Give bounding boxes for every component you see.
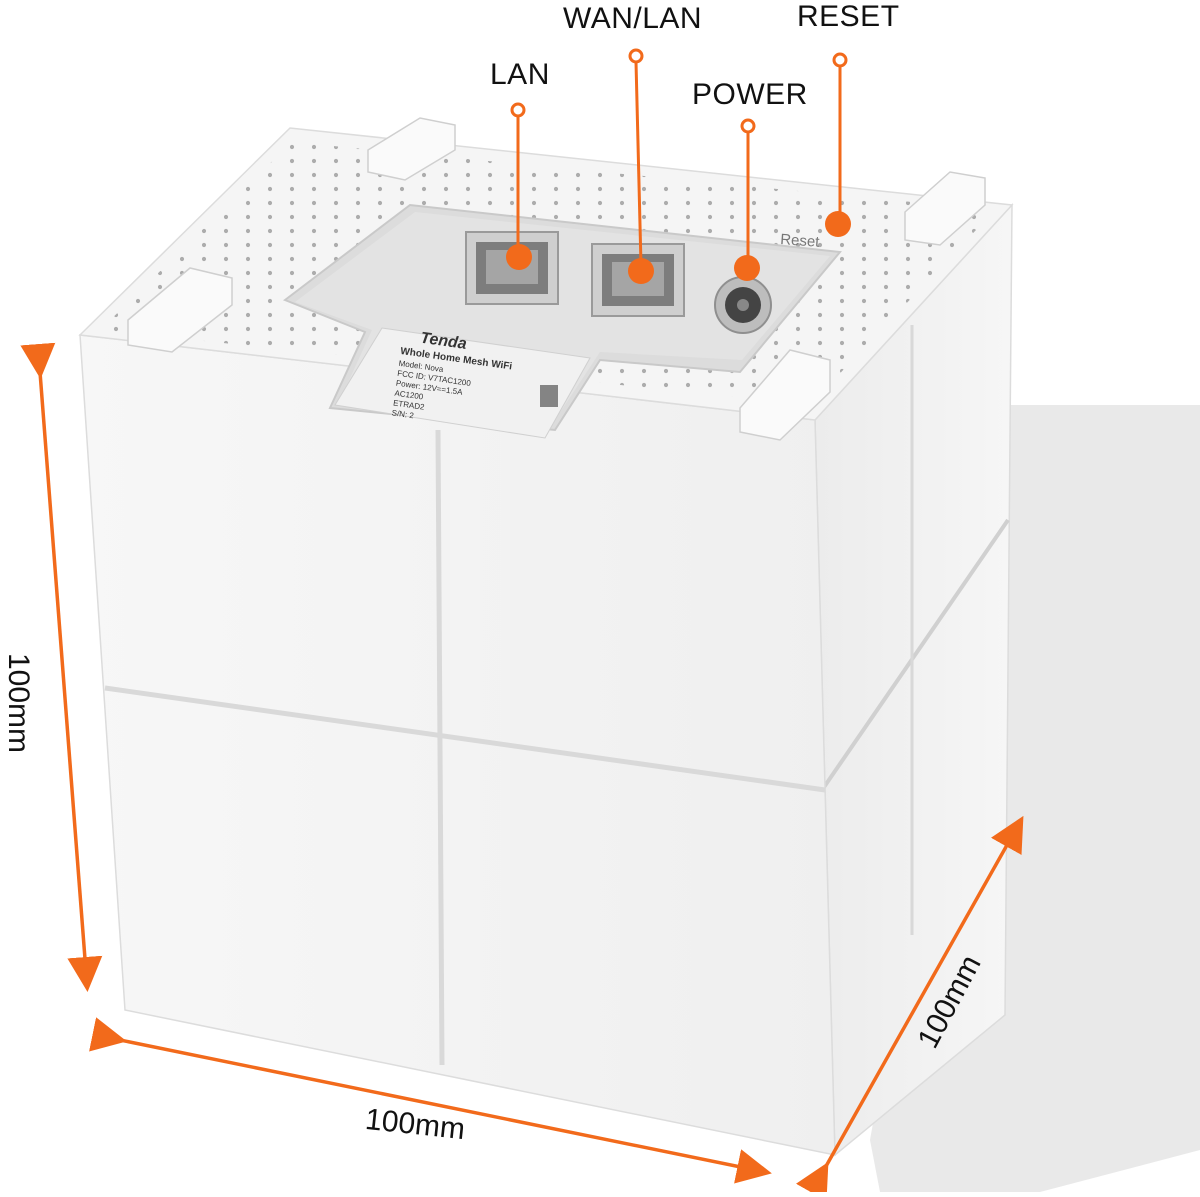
reset-ring bbox=[832, 52, 848, 68]
lan-port bbox=[465, 231, 559, 305]
callout-rings bbox=[510, 48, 848, 134]
power-dot bbox=[734, 255, 760, 281]
lan-dot bbox=[506, 244, 532, 270]
reset-dot bbox=[825, 211, 851, 237]
reset-print: Reset bbox=[780, 231, 821, 251]
wan-lan-dot bbox=[628, 258, 654, 284]
wan-lan-callout-label: WAN/LAN bbox=[563, 2, 703, 35]
lan-callout-label: LAN bbox=[490, 58, 550, 91]
wan-lan-ring bbox=[628, 48, 644, 64]
qr-code-icon bbox=[540, 385, 558, 407]
depth-arrow bbox=[796, 815, 1024, 1197]
label-text-block: Tenda Whole Home Mesh WiFi Model: Nova F… bbox=[391, 330, 513, 421]
side-seam-horizontal bbox=[820, 518, 1010, 792]
cube-front-face bbox=[79, 334, 836, 1156]
dimension-arrows bbox=[20, 342, 1024, 1197]
power-ring bbox=[740, 118, 756, 134]
label-line-5: ETRAD2 bbox=[393, 398, 426, 411]
reset-callout-label: RESET bbox=[797, 0, 900, 33]
width-arrow bbox=[89, 1017, 772, 1184]
callout-leaders bbox=[516, 61, 842, 266]
label-line-4: AC1200 bbox=[394, 389, 424, 402]
front-seam-vertical bbox=[435, 429, 445, 1066]
label-brand: Tenda bbox=[419, 330, 468, 353]
lan-ring bbox=[510, 102, 526, 118]
callout-dots bbox=[506, 211, 851, 284]
product-label bbox=[334, 327, 591, 439]
power-callout-label: POWER bbox=[692, 78, 808, 111]
label-line-6: S/N: 2 bbox=[391, 408, 415, 420]
height-arrow bbox=[20, 342, 103, 992]
rubber-feet bbox=[127, 117, 986, 441]
power-jack bbox=[714, 276, 772, 334]
height-dimension-label: 100mm bbox=[2, 652, 36, 754]
front-seam-horizontal bbox=[104, 685, 826, 793]
